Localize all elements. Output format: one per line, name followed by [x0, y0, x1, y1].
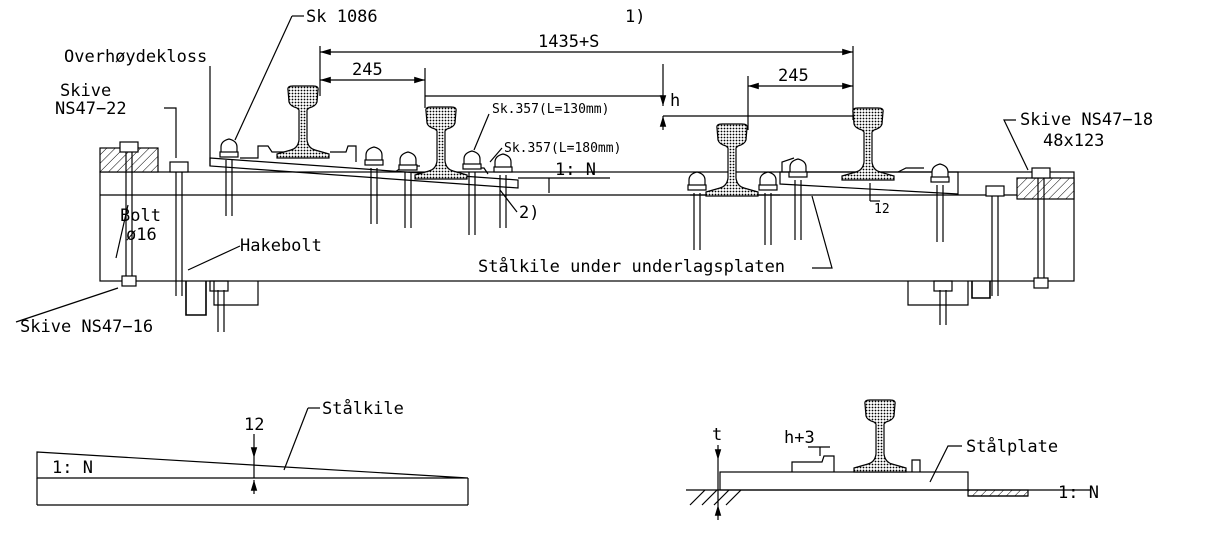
clip — [930, 163, 950, 183]
clip — [687, 171, 707, 191]
label-ratio-wedge: 1: N — [52, 458, 93, 478]
label-dim245-left: 245 — [352, 60, 383, 80]
label-ratio-plate: 1: N — [1058, 483, 1099, 503]
sleeper — [99, 171, 1075, 282]
label-stalkile-under: Stålkile under underlagsplaten — [478, 256, 785, 277]
rail-right-inner — [705, 123, 759, 197]
label-overhoydekloss: Overhøydekloss — [64, 47, 207, 67]
clip — [758, 171, 778, 191]
label-skive-right-1: Skive NS47−18 — [1020, 110, 1153, 130]
clip — [462, 150, 482, 170]
label-stalkile: Stålkile — [322, 398, 404, 419]
clip — [398, 151, 418, 171]
stalkile-wedge — [36, 451, 469, 479]
label-sk357-130: Sk.357(L=130mm) — [492, 102, 609, 117]
label-bolt-2: ø16 — [126, 225, 157, 245]
skive-right-block — [1016, 177, 1075, 200]
plate-detail — [686, 399, 1090, 520]
label-dim245-right: 245 — [778, 66, 809, 86]
rail-right-outer — [841, 107, 895, 181]
label-t: t — [712, 425, 722, 445]
label-ratio-top: 1: N — [555, 160, 596, 180]
label-hakebolt: Hakebolt — [240, 236, 322, 256]
label-sk1086: Sk 1086 — [306, 7, 378, 27]
label-stalplate: Stålplate — [966, 436, 1058, 457]
label-note1: 1) — [625, 7, 645, 27]
clip — [788, 158, 808, 178]
label-gauge: 1435+S — [538, 32, 599, 52]
main-view — [15, 15, 1075, 332]
label-dim12-top: 12 — [874, 202, 890, 217]
rail-left-outer — [276, 85, 330, 159]
clip — [493, 153, 513, 173]
label-skive-right-2: 48x123 — [1043, 131, 1104, 151]
clip — [364, 146, 384, 166]
rail-detail — [853, 399, 907, 473]
label-skive-left-2: NS47−22 — [55, 99, 127, 119]
label-sk357-180: Sk.357(L=180mm) — [504, 141, 621, 156]
label-h3: h+3 — [784, 428, 815, 448]
label-skive-left-1: Skive — [60, 81, 111, 101]
label-h: h — [670, 91, 680, 111]
label-skive-bottom: Skive NS47−16 — [20, 317, 153, 337]
label-bolt-1: Bolt — [120, 206, 161, 226]
clip — [219, 138, 239, 158]
wedge-detail — [36, 407, 469, 506]
label-dim12-wedge: 12 — [244, 415, 264, 435]
rail-left-inner — [414, 106, 468, 180]
label-note2: 2) — [519, 203, 539, 223]
